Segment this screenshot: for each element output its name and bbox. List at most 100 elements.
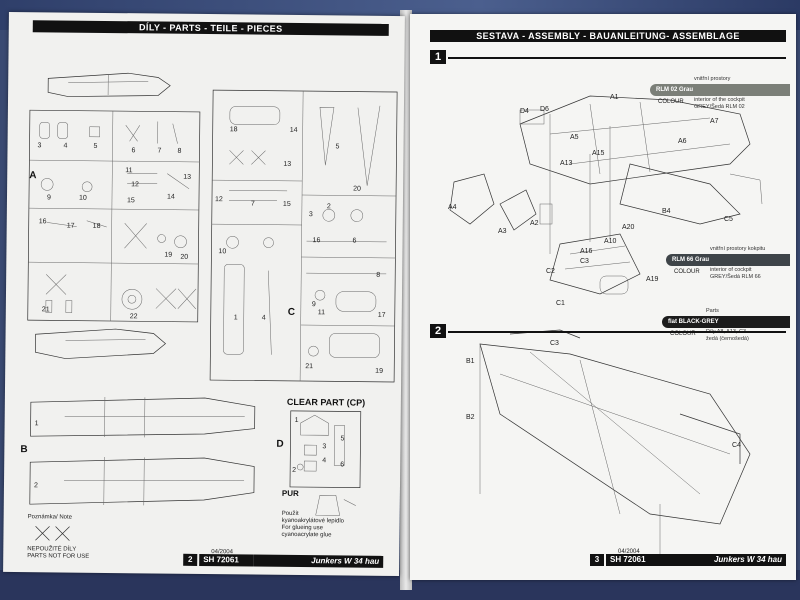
parts-page: DÍLY - PARTS - TEILE - PIECES xyxy=(3,11,405,577)
colour-callout-bar: flat BLACK-GREY xyxy=(662,316,790,328)
part-number-label: A20 xyxy=(622,224,635,231)
part-number-label: 5 xyxy=(93,142,98,150)
part-number-label: 19 xyxy=(375,367,384,375)
sprue-a-frame xyxy=(27,109,201,323)
fuselage-half-bottom xyxy=(35,328,167,359)
not-for-use-en: PARTS NOT FOR USE xyxy=(27,553,90,560)
note-label: Poznámka/ Note xyxy=(27,514,73,521)
part-number-label: 11 xyxy=(317,309,326,317)
step-2-number: 2 xyxy=(430,324,446,338)
part-number-label: A13 xyxy=(560,160,573,167)
step-1-exploded-view xyxy=(449,95,763,295)
fuselage-half-top xyxy=(47,72,171,97)
sprue-a-letter: A xyxy=(29,170,37,182)
part-number-label: 6 xyxy=(340,461,345,469)
part-number-label: 10 xyxy=(218,248,227,256)
part-number-label: 6 xyxy=(131,147,136,155)
assembly-page: SESTAVA - ASSEMBLY - BAUANLEITUNG- ASSEM… xyxy=(410,14,796,580)
part-number-label: 15 xyxy=(126,197,135,205)
footer-date: 04/2004 xyxy=(618,549,640,555)
assembly-page-header: SESTAVA - ASSEMBLY - BAUANLEITUNG- ASSEM… xyxy=(430,30,786,42)
part-number-label: A15 xyxy=(592,150,605,157)
part-number-label: 22 xyxy=(129,313,138,321)
sprue-b-letter: B xyxy=(20,444,28,456)
colour-callout-note: vnitřní prostory xyxy=(694,76,731,82)
part-number-label: 14 xyxy=(289,126,298,134)
assembly-drawing xyxy=(449,95,763,554)
part-number-label: D4 xyxy=(520,108,529,115)
part-number-label: A4 xyxy=(448,204,457,211)
part-number-label: 3 xyxy=(308,211,313,219)
parts-page-footer: 04/2004 2 SH 72061 Junkers W 34 hau xyxy=(183,549,384,568)
clear-part-letter: D xyxy=(276,438,284,450)
clear-part-frame xyxy=(289,410,362,488)
footer-kit-code: SH 72061 xyxy=(199,553,254,567)
part-number-label: 18 xyxy=(229,126,238,134)
part-number-label: 6 xyxy=(352,237,357,245)
part-number-label: A1 xyxy=(610,94,619,101)
part-number-label: 4 xyxy=(322,457,327,465)
part-number-label: 5 xyxy=(340,435,345,443)
part-number-label: 9 xyxy=(311,301,316,309)
part-number-label: D6 xyxy=(540,106,549,113)
colour-callout-note: GREY/Šedá RLM 02 xyxy=(694,104,745,110)
part-number-label: 1 xyxy=(34,420,39,428)
part-number-label: 12 xyxy=(214,196,223,204)
part-number-label: C4 xyxy=(732,442,741,449)
part-number-label: 17 xyxy=(377,311,386,319)
colour-callout-note: Parts xyxy=(706,308,719,314)
part-number-label: B1 xyxy=(466,358,475,365)
footer-page-number: 2 xyxy=(183,553,198,566)
part-number-label: 20 xyxy=(180,253,189,261)
part-number-label: 7 xyxy=(250,200,255,208)
part-number-label: A7 xyxy=(710,118,719,125)
part-number-label: 15 xyxy=(282,200,291,208)
colour-callout-note: GREY/Šedá RLM 66 xyxy=(710,274,761,280)
part-number-label: 16 xyxy=(38,218,47,226)
pur-part xyxy=(315,494,356,516)
colour-callout-bar: RLM 02 Grau xyxy=(650,84,790,96)
part-number-label: A3 xyxy=(498,228,507,235)
part-number-label: 2 xyxy=(33,482,38,490)
wing-lower xyxy=(29,456,255,506)
pur-line-4: cyanoacrylate glue xyxy=(281,531,332,539)
part-number-label: 1 xyxy=(294,416,299,424)
part-number-label: C3 xyxy=(550,340,559,347)
part-number-label: 14 xyxy=(166,193,175,201)
footer-kit-code: SH 72061 xyxy=(606,554,660,566)
part-number-label: 20 xyxy=(353,185,361,193)
part-number-label: 2 xyxy=(292,466,297,474)
part-number-label: B4 xyxy=(662,208,671,215)
colour-callout-caption: COLOUR xyxy=(658,99,684,105)
not-for-use-cz: NEPOUŽITÉ DÍLY xyxy=(27,546,77,553)
part-number-label: 21 xyxy=(41,306,50,314)
colour-callout-label: RLM 66 Grau xyxy=(672,257,710,263)
parts-sprue-drawing xyxy=(27,72,398,541)
part-number-label: C5 xyxy=(724,216,733,223)
step-1-number: 1 xyxy=(430,50,446,64)
part-number-label: 3 xyxy=(322,443,327,451)
part-number-label: 4 xyxy=(261,314,266,322)
part-number-label: 12 xyxy=(131,181,139,189)
colour-callout-note: interior of the cockpit xyxy=(694,97,745,103)
clear-part-title: CLEAR PART (CP) xyxy=(286,396,366,408)
step-2-rule xyxy=(448,331,786,333)
wing-upper xyxy=(30,396,256,438)
sprue-c-frame xyxy=(209,89,398,383)
part-number-label: 16 xyxy=(312,237,321,245)
pur-line-2: kyanoakrylátové lepidlo xyxy=(281,517,345,525)
colour-callout-label: flat BLACK-GREY xyxy=(668,319,719,325)
step-1-rule xyxy=(448,57,786,59)
not-for-use-marks xyxy=(35,526,70,541)
part-number-label: 4 xyxy=(63,142,68,150)
step-2-wing-view xyxy=(479,329,751,554)
part-number-label: 21 xyxy=(305,363,314,371)
part-number-label: A2 xyxy=(530,220,539,227)
part-number-label: A5 xyxy=(570,134,579,141)
part-number-label: C3 xyxy=(580,258,589,265)
colour-callout-bar: RLM 66 Grau xyxy=(666,254,790,266)
colour-callout-note: interior of cockpit xyxy=(710,267,752,273)
footer-page-number: 3 xyxy=(590,554,604,566)
part-number-label: 17 xyxy=(66,222,75,230)
part-number-label: 1 xyxy=(233,314,238,322)
